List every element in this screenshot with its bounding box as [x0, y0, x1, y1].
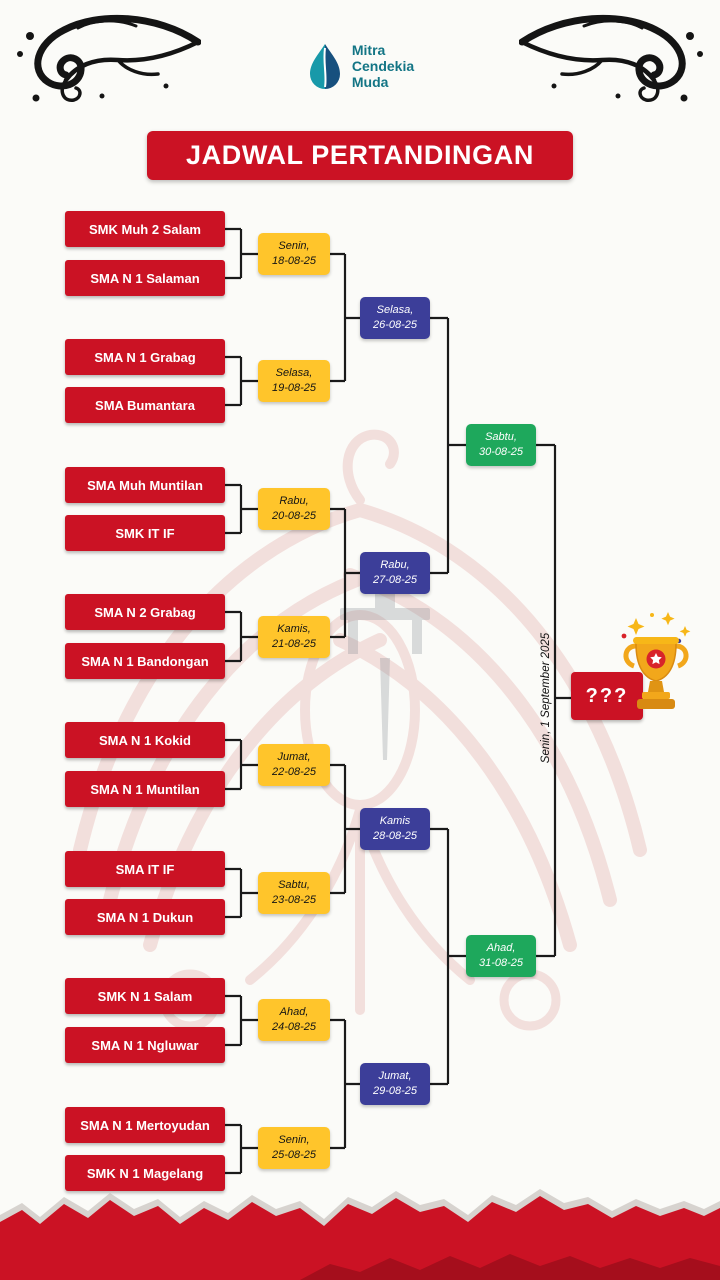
final-winner-placeholder: ??? — [585, 684, 629, 707]
team-box: SMA Muh Muntilan — [65, 467, 225, 503]
team-box: SMA N 1 Mertoyudan — [65, 1107, 225, 1143]
round1-date-box: Sabtu, 23-08-25 — [258, 872, 330, 914]
round1-date-box: Selasa, 19-08-25 — [258, 360, 330, 402]
round1-date-box: Jumat, 22-08-25 — [258, 744, 330, 786]
match-date: 19-08-25 — [271, 382, 317, 394]
logo-line-2: Cendekia — [351, 58, 415, 75]
match-date: 31-08-25 — [478, 957, 524, 969]
match-date: 24-08-25 — [271, 1021, 317, 1033]
team-box: SMA IT IF — [65, 851, 225, 887]
round1-date-box: Ahad, 24-08-25 — [258, 999, 330, 1041]
title-banner: JADWAL PERTANDINGAN — [147, 131, 573, 180]
team-box: SMK Muh 2 Salam — [65, 211, 225, 247]
round1-date-box: Senin, 18-08-25 — [258, 233, 330, 275]
semifinal-date-box: Ahad, 31-08-25 — [466, 935, 536, 977]
round1-date-box: Kamis, 21-08-25 — [258, 616, 330, 658]
match-date: 23-08-25 — [271, 894, 317, 906]
semifinal-date-box: Sabtu, 30-08-25 — [466, 424, 536, 466]
emblem-watermark — [340, 580, 430, 760]
logo-line-3: Muda — [351, 73, 389, 90]
match-date: 30-08-25 — [478, 446, 524, 458]
corner-flourish-right-icon — [519, 14, 703, 102]
match-day: Ahad, — [279, 1006, 309, 1019]
logo-drop-icon — [309, 44, 340, 89]
match-date: 28-08-25 — [372, 830, 418, 842]
final-winner-box: ??? — [571, 672, 643, 720]
team-box: SMA N 1 Grabag — [65, 339, 225, 375]
logo-text: Mitra Cendekia Muda — [352, 43, 414, 90]
round2-date-box: Selasa, 26-08-25 — [360, 297, 430, 339]
match-day: Rabu, — [279, 495, 309, 508]
team-box: SMA N 1 Ngluwar — [65, 1027, 225, 1063]
match-date: 27-08-25 — [372, 574, 418, 586]
corner-flourish-left-icon — [17, 14, 201, 102]
match-date: 22-08-25 — [271, 766, 317, 778]
page-title: JADWAL PERTANDINGAN — [186, 140, 534, 170]
match-date: 20-08-25 — [271, 510, 317, 522]
match-day: Selasa, — [275, 367, 313, 380]
round2-date-box: Rabu, 27-08-25 — [360, 552, 430, 594]
team-box: SMA N 1 Bandongan — [65, 643, 225, 679]
match-day: Kamis — [379, 815, 411, 828]
team-box: SMA Bumantara — [65, 387, 225, 423]
logo: Mitra Cendekia Muda — [0, 42, 720, 92]
match-day: Sabtu, — [278, 879, 310, 892]
team-box: SMK N 1 Salam — [65, 978, 225, 1014]
match-day: Jumat, — [378, 1070, 412, 1083]
final-date-label: Senin, 1 September 2025 — [540, 632, 552, 764]
match-day: Rabu, — [380, 559, 410, 572]
trophy-icon — [621, 612, 691, 709]
match-day: Selasa, — [376, 304, 414, 317]
torn-paper-edge — [0, 1189, 720, 1280]
match-date: 29-08-25 — [372, 1085, 418, 1097]
match-date: 25-08-25 — [271, 1149, 317, 1161]
round1-date-box: Rabu, 20-08-25 — [258, 488, 330, 530]
team-box: SMA N 1 Kokid — [65, 722, 225, 758]
match-day: Sabtu, — [485, 431, 517, 444]
round2-date-box: Kamis 28-08-25 — [360, 808, 430, 850]
team-box: SMA N 1 Dukun — [65, 899, 225, 935]
team-box: SMA N 2 Grabag — [65, 594, 225, 630]
match-date: 26-08-25 — [372, 319, 418, 331]
match-date: 21-08-25 — [271, 638, 317, 650]
round2-date-box: Jumat, 29-08-25 — [360, 1063, 430, 1105]
match-day: Ahad, — [486, 942, 516, 955]
round1-date-box: Senin, 25-08-25 — [258, 1127, 330, 1169]
team-box: SMA N 1 Muntilan — [65, 771, 225, 807]
team-box: SMA N 1 Salaman — [65, 260, 225, 296]
match-day: Senin, — [278, 240, 310, 253]
match-date: 18-08-25 — [271, 255, 317, 267]
match-day: Senin, — [278, 1134, 310, 1147]
logo-line-1: Mitra — [351, 42, 386, 59]
match-day: Kamis, — [277, 623, 311, 636]
match-day: Jumat, — [277, 751, 311, 764]
team-box: SMK IT IF — [65, 515, 225, 551]
team-box: SMK N 1 Magelang — [65, 1155, 225, 1191]
